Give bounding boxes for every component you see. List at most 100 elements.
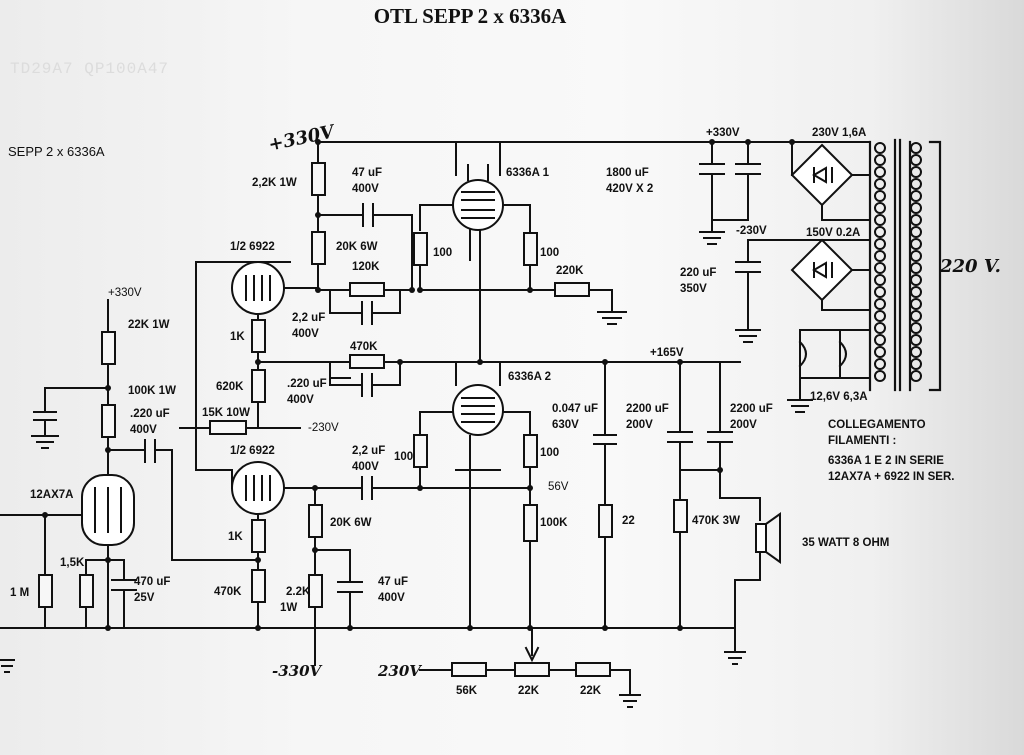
label-resistor-15k: 15K 10W [202,407,250,419]
label-cap-0047uf: 0.047 uF [552,403,599,415]
label-minus-230v-hand: 230V [378,662,421,680]
resistor-220k [554,282,590,297]
resistor-100-a [413,232,428,266]
label-cap-47uf-b: 47 uF [378,576,409,588]
label-collegamento: COLLEGAMENTO [828,419,926,431]
diagram-title: OTL SEPP 2 x 6336A [373,4,567,28]
label-cap-220n-a: .220 uF [287,378,327,390]
label-resistor-100k: 100K [540,517,568,529]
label-tube-6922-b: 1/2 6922 [230,445,275,457]
label-cap-200v-b: 200V [730,419,757,431]
label-tube-6336a-1: 6336A 1 [506,167,550,179]
label-b-plus-330-top: +330V [706,127,740,139]
resistor-22 [598,504,613,538]
label-resistor-20k-a: 20K 6W [336,241,378,253]
junction-dots [42,139,795,631]
label-resistor-100-b: 100 [540,247,560,259]
label-minus-330v-hand: -330V [272,662,322,680]
resistor-1k-a [251,319,266,353]
label-transformer-150v: 150V 0.2A [806,227,861,239]
label-filament-winding: 12,6V 6,3A [810,391,868,403]
label-cap-200v-a: 200V [626,419,653,431]
speaker-cone [764,512,781,564]
label-resistor-1m: 1 M [10,587,30,599]
resistor-620k [251,369,266,403]
resistor-470k-3w [673,499,688,533]
label-resistor-2k2-b-value: 2.2K [286,586,311,598]
label-cap-25v: 25V [134,592,155,604]
label-cap-400v-f: 400V [378,592,405,604]
label-b-plus-330-left: +330V [108,287,142,299]
resistor-100k-1w [101,404,116,438]
label-resistor-100-c: 100 [394,451,414,463]
label-cap-2u2-a: 2,2 uF [292,312,326,324]
label-resistor-1k5: 1,5K [60,557,85,569]
resistor-15k [209,420,247,435]
tube-6922-a [231,261,285,315]
label-resistor-620k: 620K [216,381,244,393]
label-cap-350v: 350V [680,283,707,295]
cap-220n-a [329,361,401,397]
resistor-2k2-b [308,574,323,608]
bridge-rectifier-2 [790,238,854,302]
ground-filament [787,399,813,413]
label-mains-220v: 220 V. [940,256,1001,277]
label-cap-420v: 420V X 2 [606,183,654,195]
label-filamenti: FILAMENTI : [828,435,897,447]
power-transformer [868,138,942,392]
label-cap-400v-e: 400V [352,461,379,473]
label-cap-400v-b: 400V [292,328,319,340]
label-resistor-2k2: 2,2K 1W [252,177,297,189]
resistor-100k [523,504,538,542]
resistor-20k-b [308,504,323,538]
label-resistor-56k: 56K [456,685,478,697]
label-minus-230v: -230V [736,225,767,237]
ground-psu-1 [699,231,725,245]
label-resistor-470k: 470K [350,341,378,353]
label-cap-220uf: 220 uF [680,267,717,279]
label-resistor-22k-1w: 22K 1W [128,319,170,331]
cap-47uf-top [317,203,413,291]
label-cap-220n-b: .220 uF [130,408,170,420]
transformer-primary-coils [874,142,922,382]
label-speaker: 35 WATT 8 OHM [802,537,890,549]
resistor-100-c [413,434,428,468]
ground-2 [31,435,59,449]
label-56v: 56V [548,481,569,493]
label-resistor-220k: 220K [556,265,584,277]
resistor-22k-1w [101,331,116,365]
label-tube-6922-a: 1/2 6922 [230,241,275,253]
subtitle: SEPP 2 x 6336A [8,144,105,159]
resistor-56k [451,662,487,677]
label-cap-47uf: 47 uF [352,167,383,179]
label-resistor-120k: 120K [352,261,380,273]
tube-6336a-2 [452,384,504,436]
label-tube-6336a-2: 6336A 2 [508,371,552,383]
label-cap-2200uf-b: 2200 uF [730,403,773,415]
label-cap-2200uf-a: 2200 uF [626,403,669,415]
ground-speaker [724,651,746,665]
bridge-rectifier-1 [790,143,854,207]
resistor-22k-b [575,662,611,677]
resistor-1m [38,574,53,608]
resistor-100-b [523,232,538,266]
label-resistor-22k-pot: 22K [518,685,540,697]
resistor-120k [349,282,385,297]
label-resistor-1k-a: 1K [230,331,245,343]
label-cap-2u2-b: 2,2 uF [352,445,386,457]
ground-psu-2 [735,329,761,343]
label-resistor-470k-b: 470K [214,586,242,598]
label-resistor-100-d: 100 [540,447,560,459]
label-resistor-100-a: 100 [433,247,453,259]
label-tube-12ax7a: 12AX7A [30,489,74,501]
ground-input [0,659,15,673]
label-cap-470uf: 470 uF [134,576,171,588]
faded-text: TD29A7 QP100A47 [10,60,170,78]
label-filament-series-2: 12AX7A + 6922 IN SER. [828,471,955,483]
label-resistor-22k-b: 22K [580,685,602,697]
resistor-470k [349,354,385,369]
tube-6922-b [231,461,285,515]
resistor-2k2 [311,162,326,196]
ground-1 [597,311,627,325]
